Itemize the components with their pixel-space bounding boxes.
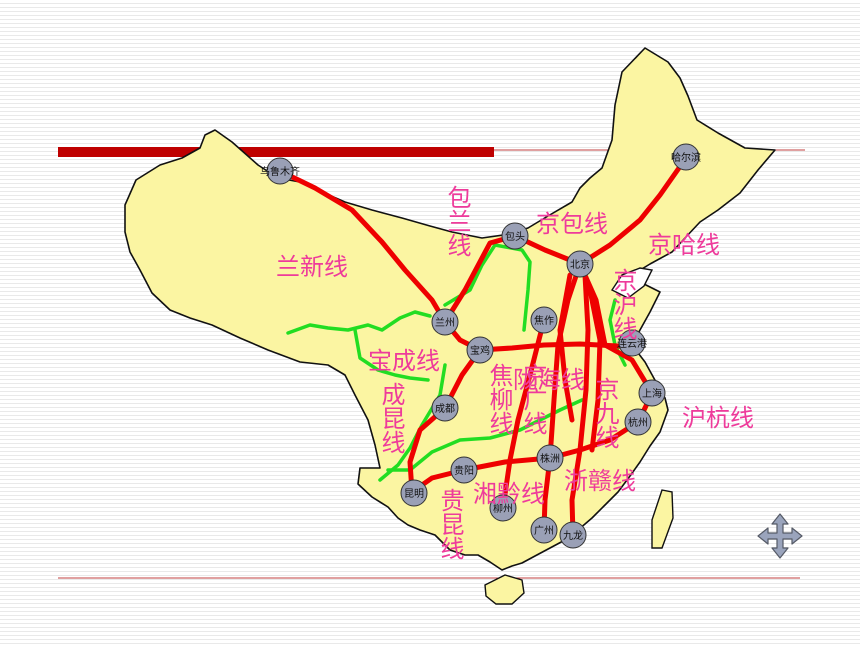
city-marker-chengdu: [431, 394, 459, 422]
city-marker-beijing: [566, 250, 594, 278]
rail-label-baocheng: 宝成线: [368, 347, 440, 375]
rail-chengkun: [407, 405, 448, 495]
city-label-hangzhou: 杭州: [628, 416, 648, 429]
rail-label-jingha: 京哈线: [648, 231, 720, 259]
rail-label-zhegan: 浙赣线: [564, 467, 636, 495]
city-marker-lanzhou: [431, 308, 459, 336]
city-marker-jiaozuo: [530, 306, 558, 334]
city-marker-guiyang: [450, 456, 478, 484]
green-rail-loop: [353, 328, 430, 382]
city-label-harbin: 哈尔滨: [671, 151, 701, 164]
city-label-baotou: 包头: [505, 230, 525, 243]
rail-label-xiangqian: 湘黔线: [473, 480, 545, 508]
rail-extra-east: [587, 287, 603, 453]
rail-label-jingguang: 京广线: [519, 363, 547, 435]
city-marker-hangzhou: [624, 408, 652, 436]
rail-lanxin: [279, 169, 448, 325]
city-label-guiyang: 贵阳: [454, 464, 474, 477]
city-markers: [266, 143, 700, 549]
city-marker-baoji: [466, 336, 494, 364]
city-marker-shanghai: [638, 379, 666, 407]
rail-label-longhai: 陇海线: [513, 366, 585, 394]
rail-extra-north: [557, 272, 575, 423]
rail-label-jiaoliu: 焦柳线: [485, 363, 513, 435]
rail-xiangqian: [461, 455, 553, 473]
railway-labels: 包兰线 京包线 京哈线 兰新线 京沪线 宝成线 陇海线 沪杭线 焦柳线 京广线 …: [276, 185, 754, 560]
hainan-island: [484, 574, 525, 605]
rail-label-jinghu: 京沪线: [609, 268, 637, 340]
rail-label-chengkun: 成昆线: [377, 382, 405, 454]
city-label-chengdu: 成都: [435, 403, 455, 415]
city-marker-kunming: [400, 479, 428, 507]
city-marker-lianyungang: [618, 329, 646, 357]
rail-label-jingbao: 京包线: [536, 210, 608, 238]
city-label-jiulong: 九龙: [563, 529, 583, 542]
city-label-beijing: 北京: [570, 258, 590, 271]
city-label-urumqi: 乌鲁木齐: [260, 165, 300, 178]
rail-label-baolan: 包兰线: [443, 185, 471, 257]
city-label-zhuzhou: 株洲: [540, 452, 560, 465]
city-marker-baotou: [501, 222, 529, 250]
city-marker-zhuzhou: [536, 444, 564, 472]
header-bar: [58, 147, 494, 157]
city-label-jiaozuo: 焦作: [534, 314, 554, 327]
green-rail-west: [286, 310, 432, 335]
four-arrows-navigation-icon[interactable]: [757, 513, 803, 559]
rail-label-lanxin: 兰新线: [276, 253, 348, 281]
city-label-baoji: 宝鸡: [470, 344, 490, 357]
rail-label-jingjiu: 京九线: [591, 377, 619, 449]
city-marker-harbin: [672, 143, 700, 171]
city-marker-guangzhou: [530, 516, 558, 544]
city-labels: 乌鲁木齐 哈尔滨 包头 北京 兰州 焦作 连云港 宝鸡 上海 成都 杭州 贵阳 …: [260, 151, 701, 542]
city-label-liuzhou: 柳州: [493, 502, 513, 515]
primary-railways: [279, 155, 689, 538]
rail-jiaoliu: [500, 317, 547, 511]
city-label-lanzhou: 兰州: [435, 316, 455, 329]
city-label-guangzhou: 广州: [534, 525, 554, 537]
city-label-kunming: 昆明: [404, 488, 424, 500]
city-marker-liuzhou: [489, 494, 517, 522]
rail-jingha: [577, 155, 689, 267]
city-label-lianyungang: 连云港: [617, 337, 647, 350]
bohai-sea: [610, 267, 654, 299]
rail-jingjiu: [569, 272, 591, 538]
city-marker-urumqi: [266, 157, 294, 185]
taiwan-island: [651, 489, 674, 549]
city-marker-jiulong: [559, 521, 587, 549]
rail-jingguang: [541, 261, 583, 533]
rail-label-huhang: 沪杭线: [682, 404, 754, 432]
city-label-shanghai: 上海: [642, 387, 662, 400]
rail-label-guikun: 贵昆线: [436, 488, 464, 560]
